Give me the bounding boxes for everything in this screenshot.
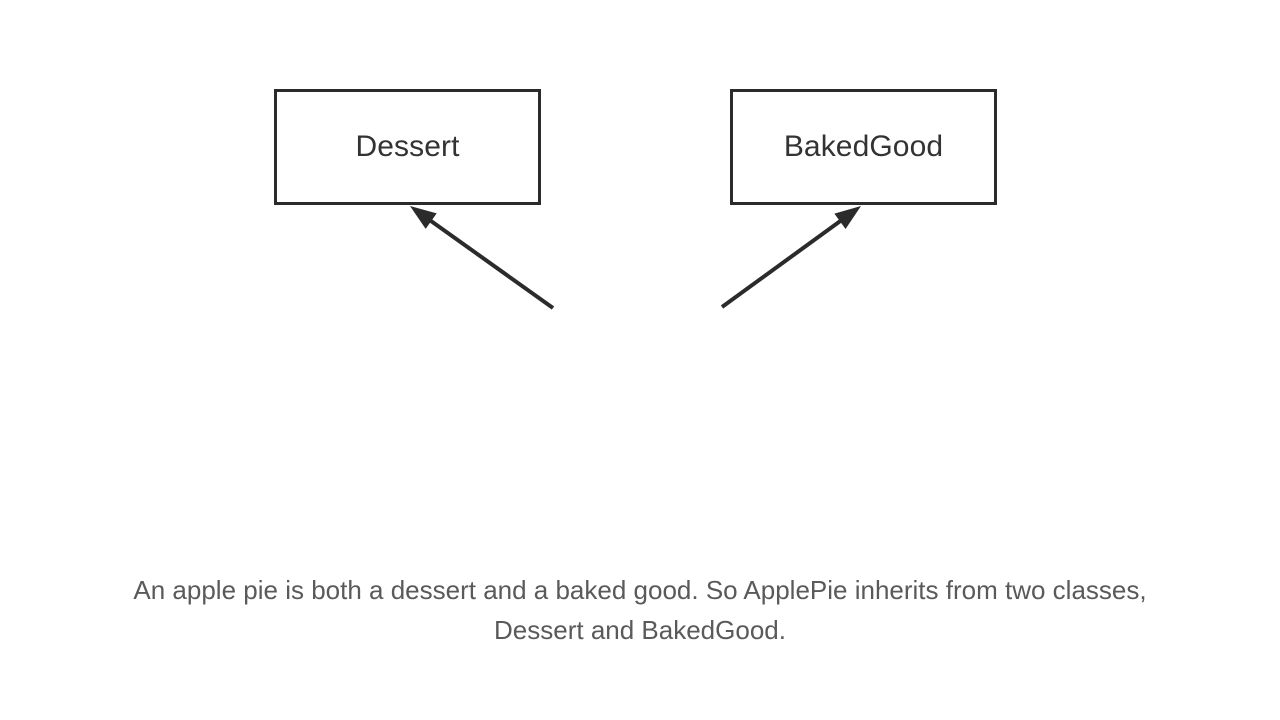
inheritance-arrowhead-bakedgood [834, 206, 861, 229]
inheritance-arrow-to-dessert [410, 206, 555, 310]
class-box-dessert[interactable]: Dessert [274, 89, 541, 205]
class-box-dessert-label: Dessert [355, 130, 460, 163]
inheritance-arrow-to-bakedgood [720, 206, 861, 309]
slide-caption-line-1: An apple pie is both a dessert and a bak… [133, 575, 1147, 605]
class-box-bakedgood-label: BakedGood [783, 130, 944, 163]
slide-caption-line-2: Dessert and BakedGood. [494, 615, 786, 645]
slide-caption: An apple pie is both a dessert and a bak… [0, 570, 1280, 650]
inheritance-arrow-line-bakedgood [720, 216, 846, 309]
inheritance-arrowhead-dessert [410, 206, 437, 229]
class-box-bakedgood[interactable]: BakedGood [730, 89, 997, 205]
inheritance-arrow-line-dessert [425, 215, 555, 310]
